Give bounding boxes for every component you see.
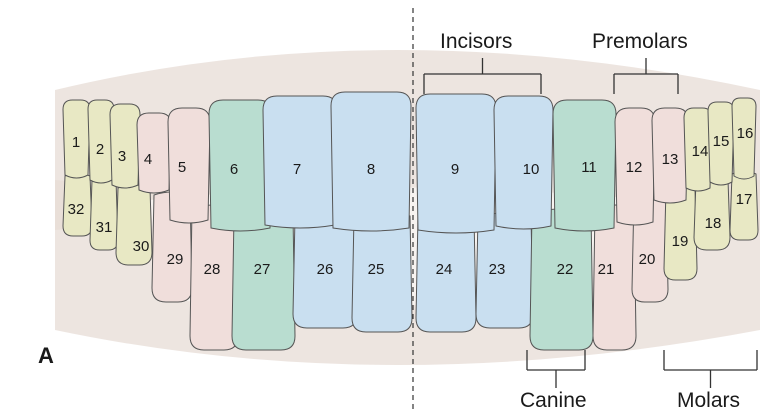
tooth-1: 1 [63, 100, 90, 178]
tooth-2-number: 2 [96, 141, 104, 158]
tooth-10-number: 10 [523, 161, 540, 178]
tooth-12: 12 [615, 108, 655, 225]
tooth-5-number: 5 [178, 159, 186, 176]
tooth-20-number: 20 [639, 251, 656, 268]
tooth-24-number: 24 [436, 261, 453, 278]
tooth-29-number: 29 [167, 251, 184, 268]
tooth-11-number: 11 [581, 159, 597, 176]
tooth-32-number: 32 [68, 201, 85, 218]
panel-label: A [38, 343, 54, 369]
tooth-11: 11 [553, 100, 616, 231]
tooth-3-shape [110, 104, 140, 188]
tooth-5: 5 [168, 108, 210, 223]
tooth-27-number: 27 [254, 261, 271, 278]
tooth-15-number: 15 [713, 133, 730, 150]
label-incisors: Incisors [440, 30, 512, 54]
tooth-4: 4 [137, 113, 171, 193]
tooth-6: 6 [209, 100, 272, 231]
tooth-31-number: 31 [96, 219, 113, 236]
label-canine: Canine [520, 389, 587, 413]
tooth-27-shape [232, 212, 295, 350]
tooth-7-number: 7 [293, 161, 301, 178]
tooth-13-number: 13 [662, 151, 679, 168]
tooth-27: 27 [232, 212, 295, 350]
tooth-23-number: 23 [489, 261, 506, 278]
tooth-3-number: 3 [118, 148, 126, 165]
tooth-14-number: 14 [692, 143, 709, 160]
tooth-30-number: 30 [133, 238, 150, 255]
tooth-4-shape [137, 113, 171, 193]
tooth-8: 8 [331, 92, 411, 231]
tooth-21-number: 21 [598, 261, 615, 278]
tooth-28-number: 28 [204, 261, 221, 278]
tooth-26-number: 26 [317, 261, 334, 278]
tooth-17: 17 [730, 171, 758, 240]
tooth-7: 7 [263, 96, 337, 228]
molars-bracket [664, 350, 757, 388]
tooth-12-number: 12 [626, 159, 643, 176]
tooth-31: 31 [90, 177, 118, 250]
tooth-16: 16 [732, 98, 756, 179]
tooth-30: 30 [116, 185, 152, 265]
tooth-22-number: 22 [557, 261, 574, 278]
tooth-9: 9 [416, 94, 496, 233]
tooth-6-shape [209, 100, 272, 231]
tooth-4-number: 4 [144, 151, 152, 168]
tooth-3: 3 [110, 104, 140, 188]
tooth-9-number: 9 [451, 161, 459, 178]
tooth-6-number: 6 [230, 161, 238, 178]
tooth-1-number: 1 [72, 134, 80, 151]
tooth-15: 15 [708, 102, 734, 185]
tooth-16-number: 16 [737, 125, 754, 142]
tooth-32: 32 [63, 173, 92, 236]
label-molars: Molars [677, 389, 740, 413]
tooth-18-number: 18 [705, 215, 722, 232]
tooth-19-number: 19 [672, 233, 689, 250]
tooth-8-number: 8 [367, 161, 375, 178]
tooth-13: 13 [652, 108, 688, 203]
tooth-25-number: 25 [368, 261, 385, 278]
tooth-17-number: 17 [736, 191, 753, 208]
tooth-31-shape [90, 177, 118, 250]
tooth-5-shape [168, 108, 210, 223]
tooth-10: 10 [494, 96, 553, 229]
label-premolars: Premolars [592, 30, 688, 54]
